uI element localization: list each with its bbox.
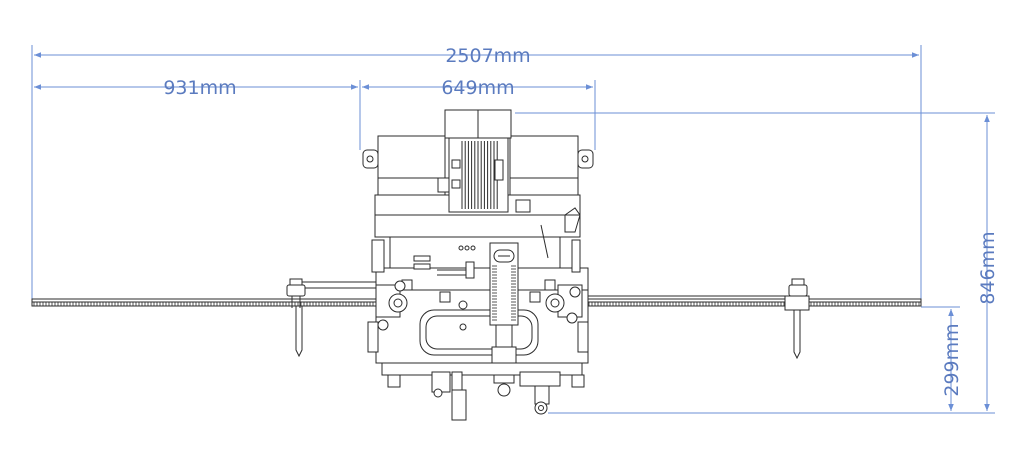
motor [437,109,531,213]
left-stop [286,278,306,358]
dimension-total-depth: 846mm [515,112,999,414]
dimension-label-total-depth: 846mm [977,231,999,304]
right-stop [784,278,810,360]
machine-drawing [31,109,922,421]
center-column [489,242,519,397]
dimension-label-lower-depth: 299mm [941,323,963,396]
dimension-label-total-width: 2507mm [445,45,530,67]
upper-frame [362,135,594,238]
dimension-lower-depth: 299mm [921,306,963,411]
right-clamp [540,207,589,353]
left-clamp [367,239,408,353]
dimension-center-section: 649mm [362,77,596,150]
bottom-section [381,362,585,421]
dimension-label-left-section: 931mm [163,77,236,99]
dimension-left-section: 931mm [34,77,361,150]
dimension-total-width: 2507mm [31,45,922,300]
dimension-label-center-section: 649mm [441,77,514,99]
